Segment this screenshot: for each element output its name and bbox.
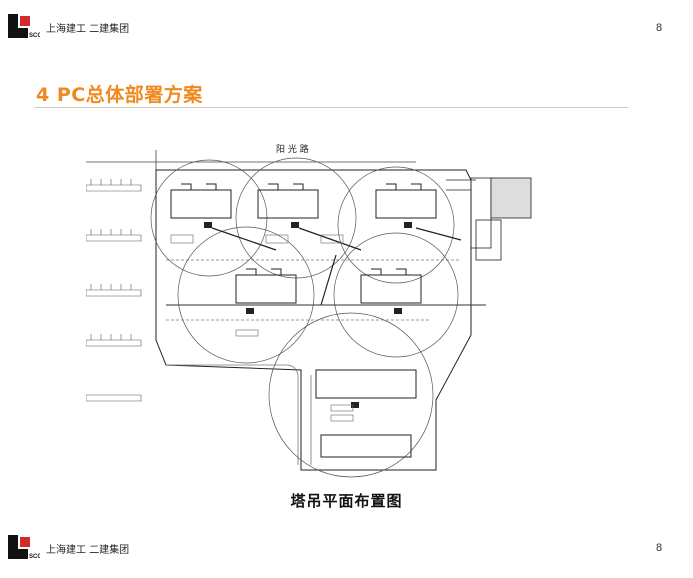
svg-text:SCG: SCG bbox=[29, 554, 40, 559]
page-number-footer: 8 bbox=[656, 542, 663, 554]
scg-logo-icon: SCG bbox=[8, 14, 40, 38]
scg-logo-footer-icon: SCG bbox=[8, 535, 40, 559]
company-name-header: 上海建工 二建集团 bbox=[46, 24, 130, 35]
title-divider bbox=[34, 107, 628, 108]
drawing-caption: 塔吊平面布置图 bbox=[290, 492, 403, 510]
svg-text:SCG: SCG bbox=[29, 33, 40, 38]
slide-title: 4 PC总体部署方案 bbox=[36, 84, 203, 106]
page-number-header: 8 bbox=[656, 22, 663, 34]
tower-crane-site-plan: 阳 光 路 bbox=[86, 143, 532, 478]
existing-buildings-left bbox=[86, 179, 142, 402]
road-label: 阳 光 路 bbox=[276, 143, 309, 155]
company-name-footer: 上海建工 二建集团 bbox=[46, 545, 130, 556]
